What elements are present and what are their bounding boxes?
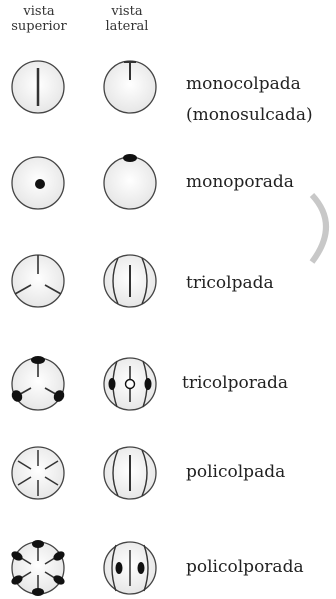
label-monocolpate: monocolpada — [186, 73, 301, 95]
side-view-polycolpate — [104, 447, 156, 499]
edge-arc-fragment — [312, 195, 326, 262]
top-view-monocolpate — [12, 61, 64, 113]
label-tricolpate: tricolpada — [186, 272, 274, 294]
side-view-tricolporate — [104, 358, 156, 410]
top-view-polycolporate — [10, 540, 66, 596]
top-view-polycolpate — [12, 447, 64, 499]
top-view-tricolpate — [12, 255, 64, 307]
top-view-monoporate — [12, 157, 64, 209]
label-tricolporate: tricolporada — [182, 372, 288, 394]
label-monosulcate: (monosulcada) — [186, 104, 313, 126]
side-view-tricolpate — [104, 255, 156, 307]
top-view-tricolporate — [10, 356, 67, 410]
side-view-polycolporate — [104, 542, 156, 594]
label-polycolpate: policolpada — [186, 461, 285, 483]
side-view-monoporate — [104, 154, 156, 209]
label-polycolporate: policolporada — [186, 556, 304, 578]
side-view-monocolpate — [104, 61, 156, 113]
label-monoporate: monoporada — [186, 171, 294, 193]
